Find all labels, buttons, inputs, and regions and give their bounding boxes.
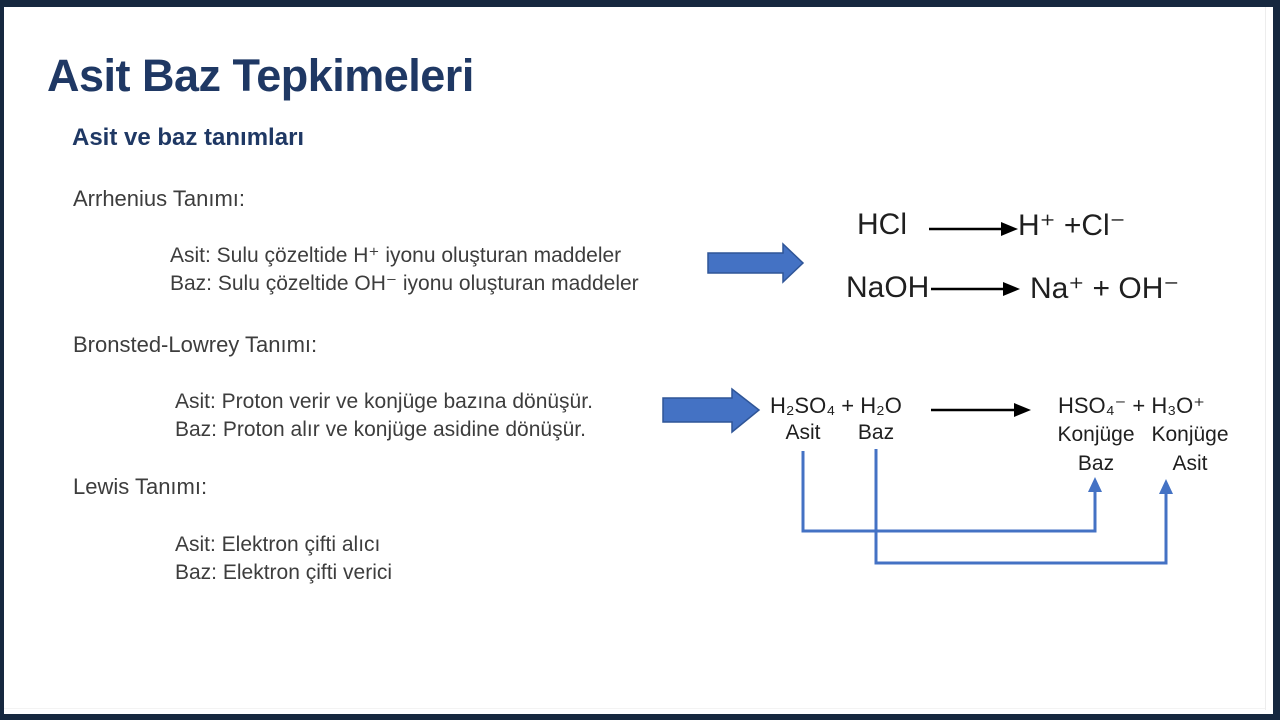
lewis-base-line: Baz: Elektron çifti verici xyxy=(175,561,393,584)
slide-border-bottom xyxy=(0,714,1280,720)
base-to-conjugate-acid-connector-arrow xyxy=(874,449,1173,565)
lewis-definition-lines: Asit: Elektron çifti alıcı Baz: Elektron… xyxy=(175,531,392,587)
arrhenius-heading: Arrhenius Tanımı: xyxy=(73,186,246,211)
acid-role-label: Asit xyxy=(785,421,821,444)
base-role-label: Baz xyxy=(857,421,895,444)
conjugate-acid-label: Konjüge Asit xyxy=(1151,420,1228,478)
arrhenius-base-line: Baz: Sulu çözeltide OH⁻ iyonu oluşturan … xyxy=(170,272,639,295)
conjugate-base-label: Konjüge Baz xyxy=(1057,420,1134,478)
hcl-reaction-arrow-icon xyxy=(929,222,1018,236)
arrhenius-definition-lines: Asit: Sulu çözeltide H⁺ iyonu oluşturan … xyxy=(170,242,639,298)
bronsted-heading: Bronsted-Lowrey Tanımı: xyxy=(73,332,318,357)
conjugate-base-word: Konjüge xyxy=(1057,423,1135,446)
slide-edge-shadow-bottom xyxy=(4,708,1265,709)
hcl-products: H⁺ +Cl⁻ xyxy=(1018,209,1126,242)
naoh-reactant: NaOH xyxy=(846,271,930,304)
conjugate-acid-role: Asit xyxy=(1172,452,1208,475)
conjugate-base-role: Baz xyxy=(1077,452,1115,475)
arrhenius-acid-line: Asit: Sulu çözeltide H⁺ iyonu oluşturan … xyxy=(170,244,622,267)
acid-to-conjugate-base-connector-arrow xyxy=(801,451,1102,533)
bronsted-base-line: Baz: Proton alır ve konjüge asidine dönü… xyxy=(175,418,586,441)
slide-subtitle: Asit ve baz tanımları xyxy=(72,124,305,151)
slide-border-top xyxy=(0,0,1280,7)
slide-border-right xyxy=(1273,0,1280,720)
bronsted-reactants: H₂SO₄ + H₂O xyxy=(770,393,902,418)
lewis-acid-line: Asit: Elektron çifti alıcı xyxy=(175,533,381,556)
naoh-reaction-arrow-icon xyxy=(931,282,1020,296)
bronsted-reaction-arrow-icon xyxy=(931,403,1031,417)
conjugate-acid-word: Konjüge xyxy=(1151,423,1229,446)
right-block-arrow-icon xyxy=(707,242,805,284)
bronsted-definition-lines: Asit: Proton verir ve konjüge bazına dön… xyxy=(175,388,593,444)
slide-border-left xyxy=(0,0,4,720)
hcl-reactant: HCl xyxy=(857,208,907,241)
bronsted-products: HSO₄⁻ + H₃O⁺ xyxy=(1058,393,1205,418)
naoh-products: Na⁺ + OH⁻ xyxy=(1030,272,1180,305)
lewis-heading: Lewis Tanımı: xyxy=(73,474,208,499)
bronsted-acid-line: Asit: Proton verir ve konjüge bazına dön… xyxy=(175,390,593,413)
slide-title: Asit Baz Tepkimeleri xyxy=(47,50,474,101)
slide-edge-shadow-right xyxy=(1265,7,1266,710)
right-block-arrow-icon xyxy=(662,387,761,434)
